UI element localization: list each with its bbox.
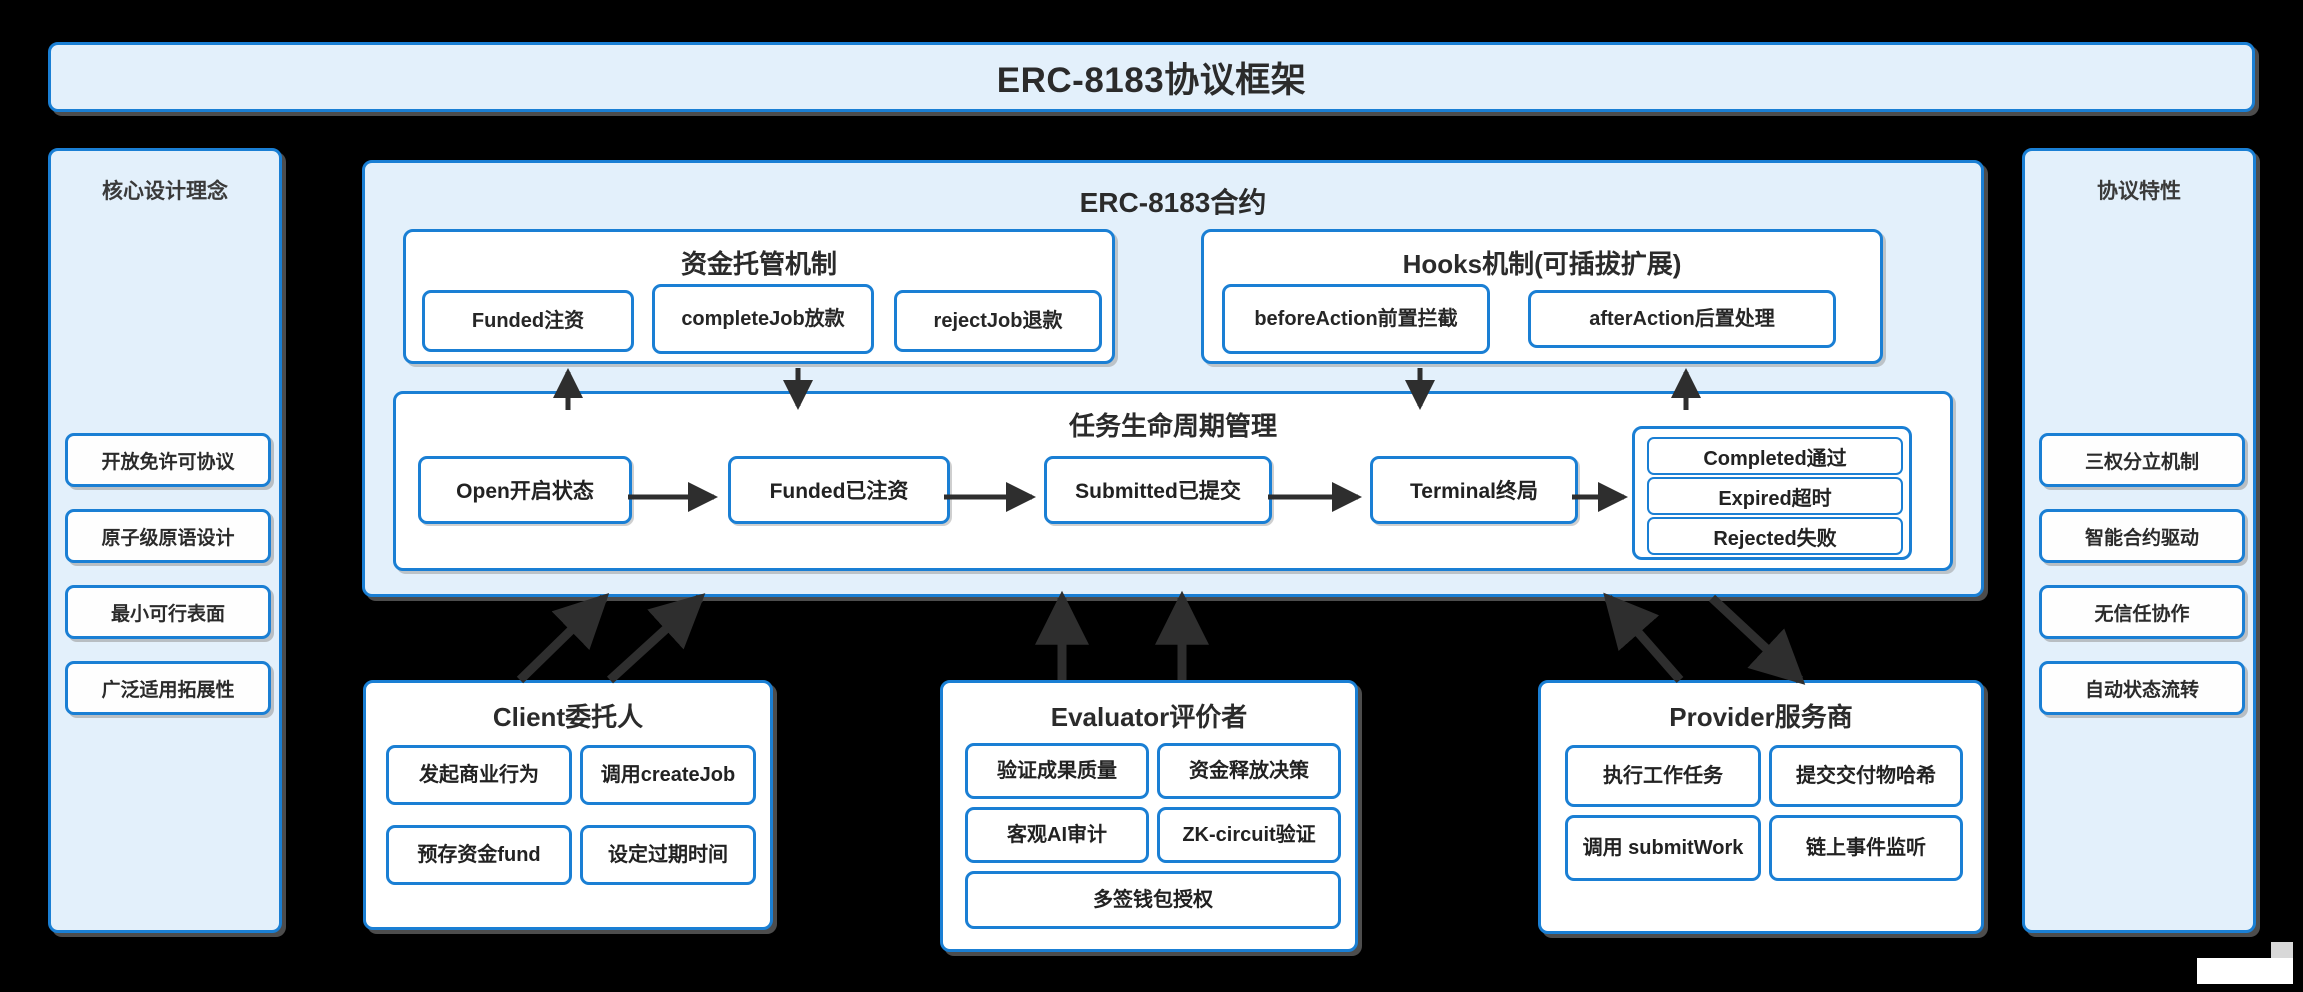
actor-evaluator-item-4[interactable]: 多签钱包授权: [965, 871, 1341, 929]
actor-evaluator-item-0[interactable]: 验证成果质量: [965, 743, 1149, 799]
arrow-client-to-contract-2: [606, 593, 706, 684]
actor-client-item-0[interactable]: 发起商业行为: [386, 745, 572, 805]
watermark-bar: [2197, 958, 2293, 984]
right-sidebar-item-3[interactable]: 自动状态流转: [2039, 661, 2245, 715]
actor-evaluator-title: Evaluator评价者: [1050, 702, 1248, 732]
actor-provider-item-0[interactable]: 执行工作任务: [1565, 745, 1761, 807]
actor-panel-provider: Provider服务商 执行工作任务 提交交付物哈希 调用 submitWork…: [1538, 680, 1984, 934]
terminal-outcomes-group: Completed通过 Expired超时 Rejected失败: [1632, 426, 1912, 560]
actor-panel-client: Client委托人 发起商业行为 调用createJob 预存资金fund 设定…: [363, 680, 773, 930]
terminal-outcome-rejected[interactable]: Rejected失败: [1647, 517, 1903, 555]
arrow-contract-to-provider-2: [1708, 594, 1806, 685]
actor-client-title: Client委托人: [492, 702, 644, 732]
right-sidebar-title: 协议特性: [2097, 180, 2181, 203]
contract-title: ERC-8183合约: [1079, 187, 1267, 218]
hooks-panel: Hooks机制(可插拔扩展) beforeAction前置拦截 afterAct…: [1201, 229, 1883, 364]
lifecycle-state-funded[interactable]: Funded已注资: [728, 456, 950, 524]
actor-provider-item-3[interactable]: 链上事件监听: [1769, 815, 1963, 881]
actor-provider-item-2[interactable]: 调用 submitWork: [1565, 815, 1761, 881]
page-title: ERC-8183协议框架: [996, 60, 1307, 100]
left-sidebar-panel: 核心设计理念 开放免许可协议 原子级原语设计 最小可行表面 广泛适用拓展性: [48, 148, 282, 933]
actor-provider-item-1[interactable]: 提交交付物哈希: [1769, 745, 1963, 807]
lifecycle-title: 任务生命周期管理: [1068, 411, 1277, 441]
contract-container-panel: ERC-8183合约 资金托管机制 Funded注资 completeJob放款…: [362, 160, 1984, 597]
actor-evaluator-item-2[interactable]: 客观AI审计: [965, 807, 1149, 863]
escrow-item-funded[interactable]: Funded注资: [422, 290, 634, 352]
actor-client-item-1[interactable]: 调用createJob: [580, 745, 756, 805]
watermark-mark: [2271, 942, 2293, 958]
escrow-item-reject-job[interactable]: rejectJob退款: [894, 290, 1102, 352]
actor-client-item-2[interactable]: 预存资金fund: [386, 825, 572, 885]
escrow-panel: 资金托管机制 Funded注资 completeJob放款 rejectJob退…: [403, 229, 1115, 364]
left-sidebar-item-0[interactable]: 开放免许可协议: [65, 433, 271, 487]
hooks-item-after-action[interactable]: afterAction后置处理: [1528, 290, 1836, 348]
terminal-outcome-completed[interactable]: Completed通过: [1647, 437, 1903, 475]
actor-provider-title: Provider服务商: [1669, 702, 1853, 732]
right-sidebar-item-1[interactable]: 智能合约驱动: [2039, 509, 2245, 563]
actor-evaluator-item-3[interactable]: ZK-circuit验证: [1157, 807, 1341, 863]
left-sidebar-title: 核心设计理念: [102, 180, 228, 203]
right-sidebar-item-2[interactable]: 无信任协作: [2039, 585, 2245, 639]
diagram-title-bar: ERC-8183协议框架: [48, 42, 2255, 112]
terminal-outcome-expired[interactable]: Expired超时: [1647, 477, 1903, 515]
lifecycle-state-terminal[interactable]: Terminal终局: [1370, 456, 1578, 524]
actor-client-item-3[interactable]: 设定过期时间: [580, 825, 756, 885]
lifecycle-state-submitted[interactable]: Submitted已提交: [1044, 456, 1272, 524]
left-sidebar-item-1[interactable]: 原子级原语设计: [65, 509, 271, 563]
right-sidebar-item-0[interactable]: 三权分立机制: [2039, 433, 2245, 487]
escrow-item-complete-job[interactable]: completeJob放款: [652, 284, 874, 354]
actor-panel-evaluator: Evaluator评价者 验证成果质量 资金释放决策 客观AI审计 ZK-cir…: [940, 680, 1358, 952]
lifecycle-state-open[interactable]: Open开启状态: [418, 456, 632, 524]
escrow-title: 资金托管机制: [680, 249, 837, 279]
left-sidebar-item-2[interactable]: 最小可行表面: [65, 585, 271, 639]
right-sidebar-panel: 协议特性 三权分立机制 智能合约驱动 无信任协作 自动状态流转: [2022, 148, 2256, 933]
arrow-client-to-contract-1: [516, 592, 610, 684]
hooks-item-before-action[interactable]: beforeAction前置拦截: [1222, 284, 1490, 354]
actor-evaluator-item-1[interactable]: 资金释放决策: [1157, 743, 1341, 799]
lifecycle-panel: 任务生命周期管理 Open开启状态 Funded已注资 Submitted已提交…: [393, 391, 1953, 571]
arrow-provider-to-contract-1: [1603, 592, 1684, 683]
hooks-title: Hooks机制(可插拔扩展): [1402, 249, 1682, 279]
left-sidebar-item-3[interactable]: 广泛适用拓展性: [65, 661, 271, 715]
